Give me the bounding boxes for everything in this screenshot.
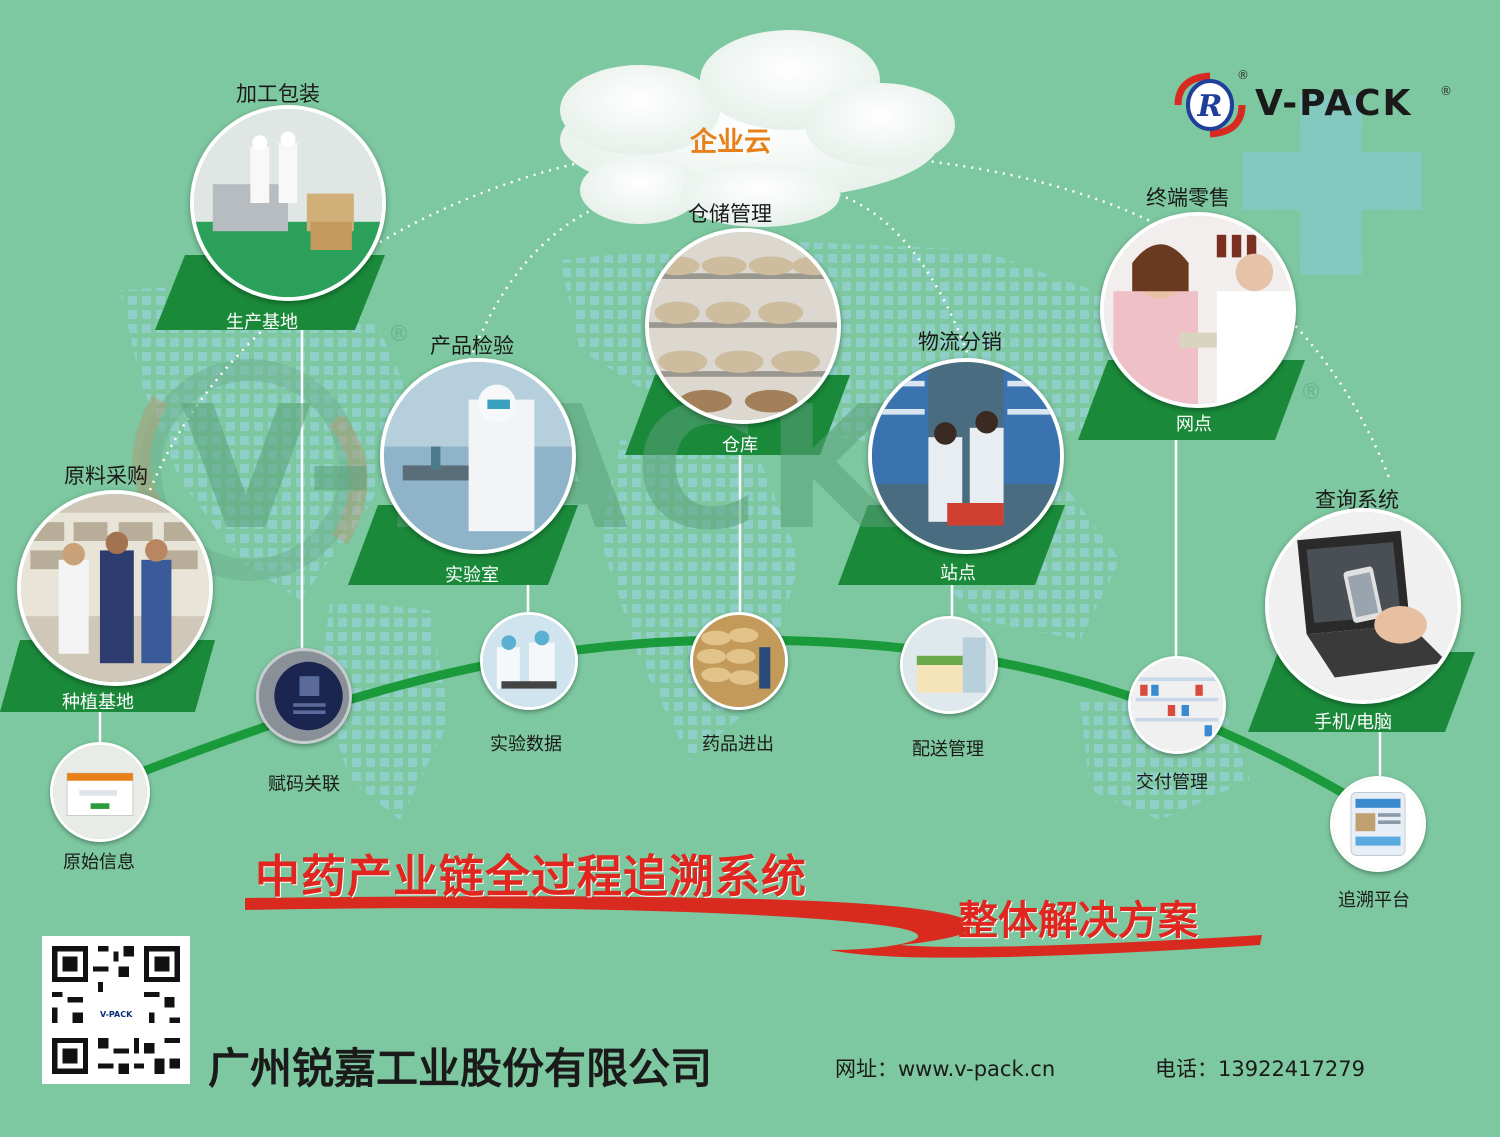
watermark-registered-mark: ® bbox=[388, 322, 410, 347]
photo-logistics-station bbox=[868, 358, 1064, 554]
photo-warehouse bbox=[645, 228, 841, 424]
vertical-connectors bbox=[98, 328, 1382, 776]
logo-letter: R bbox=[1197, 89, 1223, 124]
stage-heading-warehouse: 仓储管理 bbox=[688, 202, 772, 226]
brand-registered-mark: ® bbox=[1440, 84, 1452, 98]
stage-heading-retail: 终端零售 bbox=[1146, 186, 1230, 210]
platform-label-planting-base: 种植基地 bbox=[62, 692, 134, 713]
vpack-r-logo-icon: R bbox=[1172, 70, 1248, 140]
node-delivery-management bbox=[900, 616, 998, 714]
photo-phone-computer bbox=[1265, 508, 1461, 704]
brand-name: V-PACK bbox=[1255, 83, 1413, 124]
phone-number: 电话：13922417279 bbox=[1155, 1057, 1365, 1081]
platform-label-warehouse: 仓库 bbox=[722, 435, 758, 456]
watermark-registered-mark-right: ® bbox=[1300, 380, 1322, 405]
node-label-delivery-handover: 交付管理 bbox=[1136, 772, 1208, 793]
cloud-title: 企业云 bbox=[690, 127, 771, 158]
node-label-original-info: 原始信息 bbox=[63, 852, 135, 873]
stage-heading-logistics: 物流分销 bbox=[918, 330, 1002, 354]
node-lab-data bbox=[480, 612, 578, 710]
stage-heading-processing: 加工包装 bbox=[236, 82, 320, 106]
photo-production-base bbox=[190, 105, 386, 301]
company-name: 广州锐嘉工业股份有限公司 bbox=[208, 1044, 713, 1093]
platform-label-laboratory: 实验室 bbox=[445, 565, 499, 586]
medical-cross-icon bbox=[1242, 95, 1422, 275]
node-delivery-handover bbox=[1128, 656, 1226, 754]
platform-label-station: 站点 bbox=[940, 563, 976, 584]
node-label-code-binding: 赋码关联 bbox=[268, 774, 340, 795]
photo-retail-outlet bbox=[1100, 212, 1296, 408]
logo-registered-mark: ® bbox=[1237, 68, 1249, 82]
node-original-info bbox=[50, 742, 150, 842]
enterprise-cloud-icon bbox=[560, 30, 955, 227]
node-label-drug-in-out: 药品进出 bbox=[702, 734, 774, 755]
node-trace-platform bbox=[1330, 776, 1426, 872]
node-code-binding bbox=[256, 648, 352, 744]
photo-planting-base bbox=[17, 490, 213, 686]
platform-label-production-base: 生产基地 bbox=[226, 312, 298, 333]
stage-heading-inspection: 产品检验 bbox=[430, 334, 514, 358]
node-drug-in-out bbox=[690, 612, 788, 710]
title-underline-stroke bbox=[245, 896, 1262, 958]
qr-logo-text: V-PACK bbox=[99, 1009, 134, 1020]
logo-watermark-icon bbox=[132, 359, 368, 581]
website-link[interactable]: 网址：www.v-pack.cn bbox=[835, 1057, 1056, 1081]
photo-laboratory bbox=[380, 358, 576, 554]
main-title: 中药产业链全过程追溯系统 bbox=[255, 850, 808, 903]
node-label-trace-platform: 追溯平台 bbox=[1338, 890, 1410, 911]
platform-label-phone-computer: 手机/电脑 bbox=[1314, 712, 1393, 733]
platform-label-outlet: 网点 bbox=[1176, 414, 1212, 435]
node-label-lab-data: 实验数据 bbox=[490, 734, 562, 755]
sub-title: 整体解决方案 bbox=[958, 898, 1198, 944]
node-label-delivery-management: 配送管理 bbox=[912, 739, 984, 760]
stage-heading-raw-material: 原料采购 bbox=[64, 464, 148, 488]
